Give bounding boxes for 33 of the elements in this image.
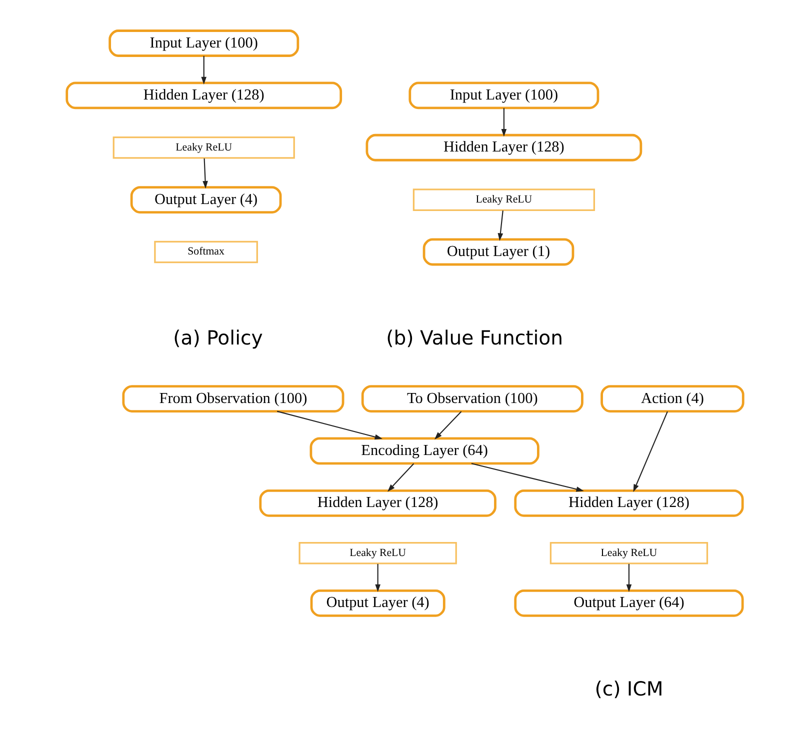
label: (a) Policy <box>173 326 263 349</box>
node-box: Input Layer (100) <box>108 29 300 56</box>
node-box: Output Layer (1) <box>422 238 574 266</box>
arrow <box>626 563 632 592</box>
arrow <box>202 158 208 188</box>
node-box: Leaky ReLU <box>412 188 595 210</box>
node-box: Action (4) <box>600 384 744 412</box>
node-box: Softmax <box>154 240 258 263</box>
arrow <box>501 108 507 136</box>
arrow <box>498 210 504 240</box>
arrow <box>387 462 414 492</box>
node-box: Encoding Layer (64) <box>310 436 540 464</box>
node-box: Input Layer (100) <box>408 81 600 109</box>
node-box: Output Layer (4) <box>130 186 282 213</box>
node-box: Hidden Layer (128) <box>514 488 744 516</box>
node-box: Leaky ReLU <box>298 542 457 564</box>
node-box: Hidden Layer (128) <box>259 488 496 516</box>
node-box: Hidden Layer (128) <box>366 133 642 161</box>
arrow <box>276 410 382 440</box>
node-box: From Observation (100) <box>122 384 344 412</box>
arrow <box>434 410 462 440</box>
node-box: Leaky ReLU <box>550 542 708 564</box>
arrow <box>201 55 207 84</box>
node-box: Output Layer (4) <box>310 588 446 616</box>
arrow <box>471 462 584 492</box>
node-box: Hidden Layer (128) <box>66 81 342 109</box>
arrow <box>375 563 380 592</box>
node-box: Output Layer (64) <box>514 588 744 616</box>
node-box: To Observation (100) <box>361 384 584 412</box>
label: (b) Value Function <box>386 326 564 349</box>
label: (c) ICM <box>594 676 664 700</box>
node-box: Leaky ReLU <box>112 136 295 158</box>
arrow <box>633 410 668 492</box>
